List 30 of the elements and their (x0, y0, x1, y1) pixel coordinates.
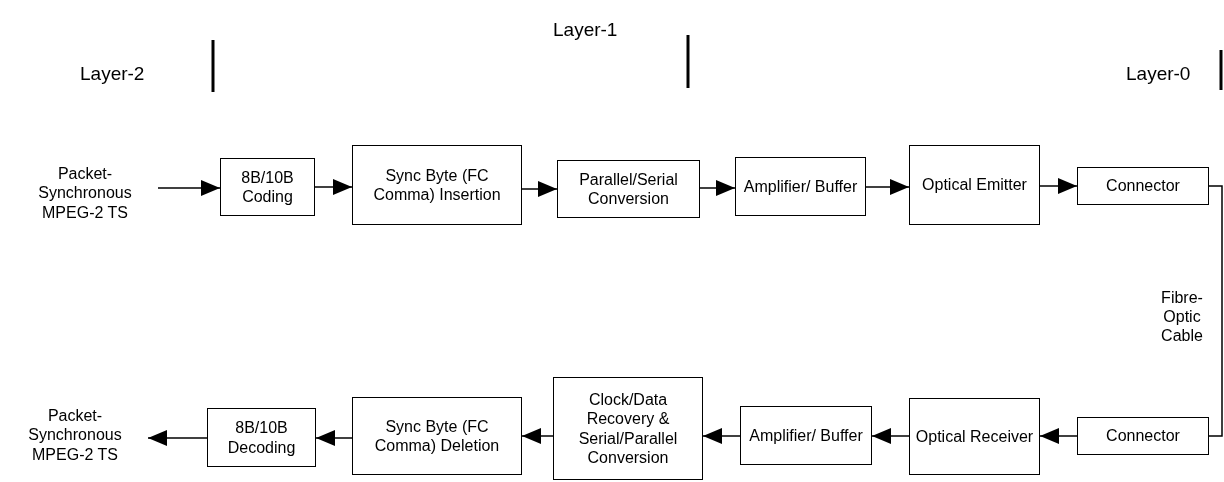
arrow (315, 430, 353, 446)
process-box: Amplifier/ Buffer (735, 157, 866, 216)
layer-label: Layer-1 (553, 18, 618, 42)
process-box: Optical Receiver (909, 398, 1040, 475)
process-box: Connector (1077, 167, 1209, 205)
process-box: Connector (1077, 417, 1209, 455)
arrow (521, 428, 554, 444)
arrow (871, 428, 910, 444)
arrow (314, 179, 353, 195)
arrow (702, 428, 741, 444)
arrow (157, 180, 221, 196)
arrow (1039, 178, 1078, 194)
process-box: Parallel/Serial Conversion (557, 160, 700, 218)
signal-label: Packet- Synchronous MPEG-2 TS (12, 160, 158, 226)
layer-label: Layer-0 (1126, 62, 1191, 86)
layer-label: Layer-2 (80, 62, 145, 86)
arrow (147, 430, 208, 446)
process-box: Optical Emitter (909, 145, 1040, 225)
process-box: 8B/10B Coding (220, 158, 315, 216)
arrow (521, 181, 558, 197)
process-box: 8B/10B Decoding (207, 408, 316, 467)
arrow (865, 179, 910, 195)
arrow (1039, 428, 1078, 444)
process-box: Clock/Data Recovery & Serial/Parallel Conversion (553, 377, 703, 480)
connector-line (1208, 185, 1223, 437)
process-box: Sync Byte (FC Comma) Insertion (352, 145, 522, 225)
arrow (699, 180, 736, 196)
process-box: Sync Byte (FC Comma) Deletion (352, 397, 522, 475)
process-box: Amplifier/ Buffer (740, 406, 872, 465)
signal-label: Packet- Synchronous MPEG-2 TS (2, 402, 148, 468)
